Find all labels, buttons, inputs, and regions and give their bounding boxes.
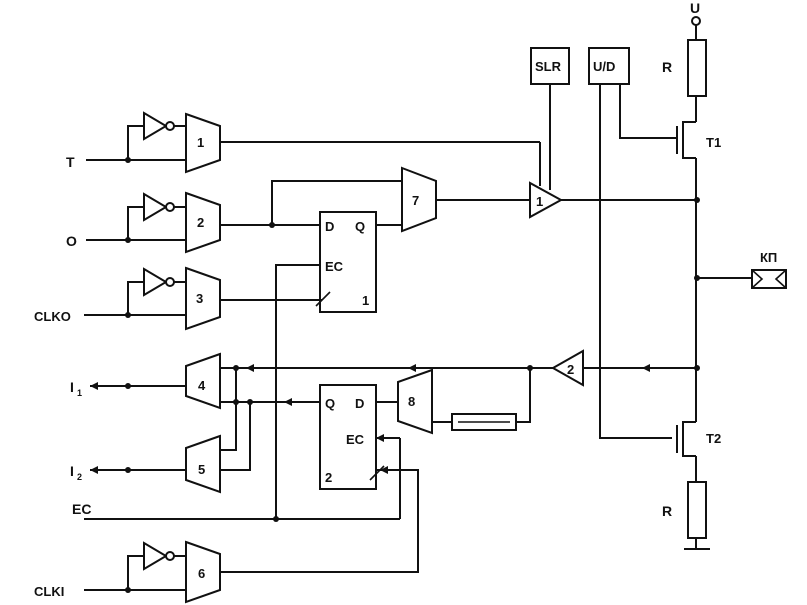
mux-8-label: 8 [408, 394, 415, 409]
buffer-2-label: 2 [567, 362, 574, 377]
mux-4: 4 [185, 352, 221, 410]
inverter-icon [143, 267, 168, 297]
input-stage-o: 2 [86, 191, 221, 254]
ff1-d-label: D [325, 219, 334, 234]
ff2-clock-mark [369, 465, 385, 481]
input-label-clko: CLKO [34, 309, 71, 324]
inverter-icon [143, 192, 168, 222]
ff2-d-label: D [355, 396, 364, 411]
transistor-t2: T2 [676, 421, 721, 457]
input-label-ec: EC [72, 501, 91, 517]
mux-3-label: 3 [196, 291, 203, 306]
output-label-i2: I [70, 463, 74, 479]
resistor-top-label: R [662, 59, 672, 75]
ud-control: U/D [588, 47, 630, 85]
delay-element [451, 413, 517, 431]
flipflop-2: Q D EC 2 [319, 384, 385, 490]
mux-4-label: 4 [198, 378, 206, 393]
flipflop-1: D Q EC 1 [315, 211, 377, 313]
mux-3 [185, 266, 221, 331]
ff2-ec-label: EC [346, 432, 365, 447]
ff1-num: 1 [362, 293, 369, 308]
mux-6-label: 6 [198, 566, 205, 581]
t2-label: T2 [706, 431, 721, 446]
output-label-i1-sub: 1 [77, 388, 82, 398]
inverter-icon [143, 111, 168, 141]
mux-6 [185, 540, 221, 604]
mux-1 [185, 112, 221, 174]
input-label-clki: CLKI [34, 584, 64, 599]
mux-5-label: 5 [198, 462, 205, 477]
buffer-1: 1 [529, 181, 564, 219]
output-label-i2-sub: 2 [77, 472, 82, 482]
ud-label: U/D [593, 59, 615, 74]
mux-5: 5 [185, 434, 221, 494]
output-label-i1: I [70, 379, 74, 395]
resistor-top [687, 39, 707, 97]
input-stage-clko: 3 [84, 266, 221, 331]
inverter-icon [143, 541, 168, 571]
ff2-num: 2 [325, 470, 332, 485]
mux-1-label: 1 [197, 135, 204, 150]
mux-7: 7 [401, 166, 437, 233]
input-label-o: O [66, 233, 77, 249]
mux-2 [185, 191, 221, 254]
ff1-q-label: Q [355, 219, 365, 234]
transistor-t1: T1 [672, 121, 721, 159]
resistor-bottom [687, 481, 707, 539]
resistor-bottom-label: R [662, 503, 672, 519]
t1-label: T1 [706, 135, 721, 150]
slr-control: SLR [530, 47, 570, 85]
buffer-1-label: 1 [536, 194, 543, 209]
input-stage-t: 1 [86, 111, 221, 174]
slr-label: SLR [535, 59, 562, 74]
pad-label: КП [760, 250, 777, 265]
input-stage-clki: 6 [84, 540, 221, 604]
io-pad: КП [751, 250, 787, 289]
ff2-q-label: Q [325, 396, 335, 411]
ff1-ec-label: EC [325, 259, 344, 274]
supply-label: U [690, 0, 700, 16]
input-label-t: T [66, 154, 75, 170]
ff1-clock-mark [315, 291, 331, 307]
mux-8: 8 [397, 368, 433, 435]
mux-7-label: 7 [412, 193, 419, 208]
mux-2-label: 2 [197, 215, 204, 230]
buffer-2: 2 [550, 349, 584, 387]
supply-terminal [691, 16, 701, 26]
